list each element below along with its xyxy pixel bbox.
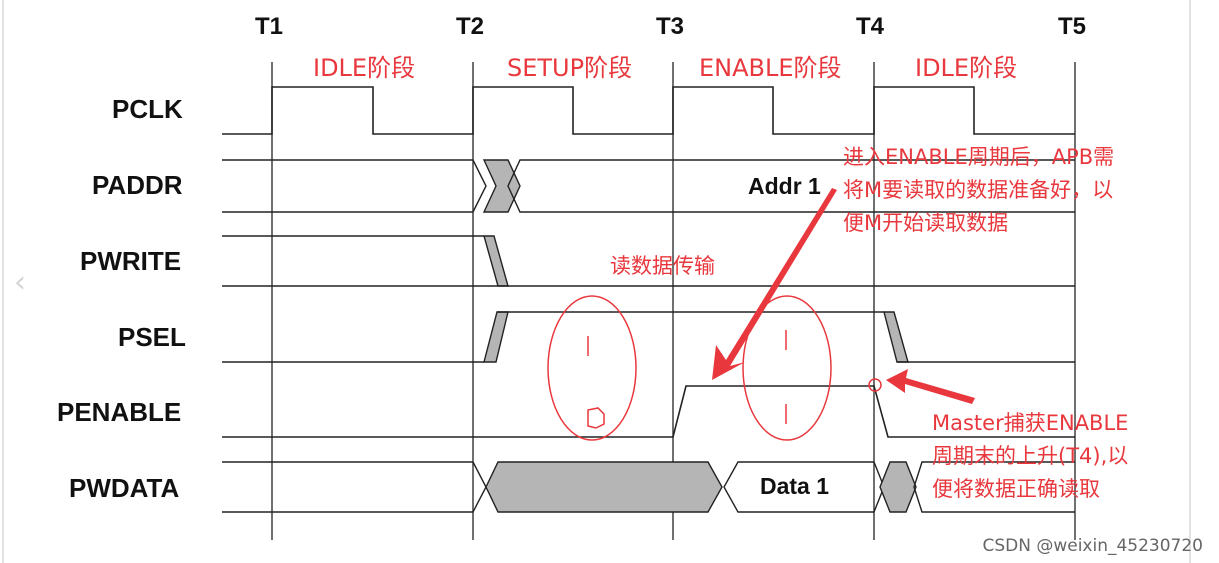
- signal-paddr: PADDR: [92, 170, 183, 200]
- phase-setup: SETUP阶段: [507, 54, 632, 82]
- tick-t5: T5: [1058, 13, 1086, 40]
- ellipse-mark-2: [587, 407, 605, 429]
- signal-pwrite: PWRITE: [80, 246, 181, 276]
- pwdata-value: Data 1: [760, 473, 829, 499]
- penable-wave: [222, 385, 1075, 438]
- enable-arrow: [712, 188, 837, 380]
- read-transfer-label: 读数据传输: [610, 254, 715, 278]
- master-note-line-1: Master捕获ENABLE: [932, 411, 1128, 435]
- paddr-bus-before: [222, 159, 487, 213]
- enable-note-line-3: 便M开始读取数据: [843, 211, 1008, 235]
- master-note-line-3: 便将数据正确读取: [932, 477, 1100, 501]
- signal-penable: PENABLE: [57, 397, 181, 427]
- paddr-bus-valid: [507, 159, 1075, 213]
- phase-enable: ENABLE阶段: [699, 54, 842, 82]
- signal-pwdata: PWDATA: [69, 473, 179, 503]
- enable-note-line-2: 将M要读取的数据准备好，以: [843, 178, 1113, 202]
- pwdata-bus-after: [913, 461, 1075, 513]
- pclk-wave: [222, 86, 1075, 135]
- phase-idle-1: IDLE阶段: [313, 54, 415, 82]
- read-transfer-ellipse-1: [547, 295, 637, 441]
- tick-t4: T4: [856, 13, 885, 40]
- pwdata-bus-before: [222, 461, 487, 513]
- psel-rise: [483, 311, 509, 363]
- t4-capture-marker: [868, 378, 882, 392]
- signal-psel: PSEL: [118, 322, 186, 352]
- enable-note-line-1: 进入ENABLE周期后，APB需: [843, 145, 1114, 169]
- paddr-value: Addr 1: [748, 173, 821, 199]
- paddr-transition: [482, 159, 521, 213]
- tick-t2: T2: [456, 13, 484, 40]
- phase-idle-2: IDLE阶段: [915, 54, 1017, 82]
- pwdata-transition: [879, 461, 917, 513]
- chevron-left-icon[interactable]: ‹: [14, 265, 26, 300]
- read-transfer-ellipse-2: [742, 295, 832, 441]
- watermark: CSDN @weixin_45230720: [982, 536, 1203, 556]
- signal-pclk: PCLK: [112, 94, 183, 124]
- tick-t1: T1: [255, 13, 283, 40]
- psel-fall: [883, 311, 909, 363]
- pwrite-transition: [483, 235, 509, 287]
- pwdata-setup-region: [485, 461, 723, 513]
- tick-t3: T3: [656, 13, 684, 40]
- master-arrow: [886, 369, 975, 404]
- master-note-line-2: 周期末的上升(T4),以: [932, 444, 1128, 468]
